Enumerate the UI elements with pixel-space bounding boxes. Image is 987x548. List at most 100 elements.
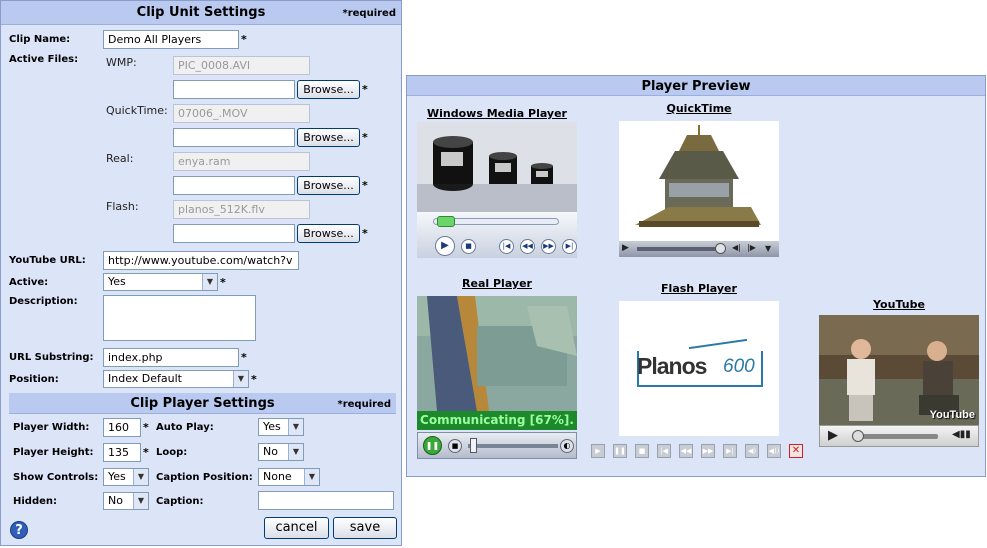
flash-video: Planos 600: [619, 301, 779, 436]
clip-settings-panel: Clip Unit Settings *required Clip Name: …: [0, 0, 402, 546]
required-asterisk: *: [362, 131, 368, 144]
real-seek-bar[interactable]: [468, 444, 558, 448]
autoplay-label: Auto Play:: [156, 422, 214, 433]
rewind-icon[interactable]: ◀◀: [520, 239, 535, 254]
stop-icon[interactable]: ■: [461, 239, 476, 254]
quicktime-file-label: QuickTime:: [106, 104, 168, 117]
clip-unit-title: Clip Unit Settings: [136, 5, 266, 20]
youtube-seek-bar[interactable]: [852, 434, 938, 439]
clip-player-title: Clip Player Settings: [130, 396, 275, 411]
planos-logo-number: 600: [723, 356, 755, 377]
volume-icon[interactable]: ◀▮▮: [952, 429, 971, 440]
wmp-controls: ▶ ■ |◀ ◀◀ ▶▶ ▶|: [417, 212, 577, 258]
youtube-url-label: YouTube URL:: [9, 255, 86, 266]
flash-file-input[interactable]: [173, 224, 295, 243]
hidden-select[interactable]: No ▼: [103, 492, 149, 510]
quicktime-seek-thumb[interactable]: [715, 243, 726, 254]
play-icon[interactable]: ▶: [828, 428, 838, 443]
loop-select[interactable]: No ▼: [258, 443, 304, 461]
play-icon[interactable]: ▶: [591, 444, 605, 458]
player-width-input[interactable]: 160: [103, 418, 141, 437]
url-substring-input[interactable]: index.php: [103, 348, 239, 367]
stop-icon[interactable]: ■: [635, 444, 649, 458]
youtube-watermark: YouTube: [929, 409, 975, 421]
fast-forward-icon[interactable]: ▶▶: [701, 444, 715, 458]
loop-select-value: No: [263, 445, 278, 458]
quicktime-browse-button[interactable]: Browse...: [297, 128, 360, 147]
planos-logo-text: Planos: [637, 353, 707, 379]
pause-icon[interactable]: ❚❚: [423, 436, 442, 455]
wmp-browse-button[interactable]: Browse...: [297, 80, 360, 99]
wmp-file-input[interactable]: [173, 80, 295, 99]
volume-icon[interactable]: ◐: [560, 439, 574, 453]
caption-position-select[interactable]: None ▼: [258, 468, 320, 486]
autoplay-select-value: Yes: [263, 420, 281, 433]
play-icon[interactable]: ▶: [622, 243, 629, 253]
required-asterisk: *: [362, 227, 368, 240]
quicktime-file-input[interactable]: [173, 128, 295, 147]
real-status-bar: Communicating [67%].: [417, 411, 577, 430]
active-select-value: Yes: [108, 275, 126, 288]
player-preview-panel: Player Preview Windows Media Player ▶ ■ …: [406, 75, 986, 477]
save-button[interactable]: save: [333, 517, 397, 539]
play-icon[interactable]: ▶: [435, 236, 455, 256]
real-file-input[interactable]: [173, 176, 295, 195]
youtube-url-input[interactable]: http://www.youtube.com/watch?v: [103, 251, 299, 270]
show-controls-select[interactable]: Yes ▼: [103, 468, 149, 486]
stop-icon[interactable]: ■: [448, 439, 462, 453]
real-video-frame: [417, 296, 577, 411]
previous-icon[interactable]: |◀: [499, 239, 514, 254]
step-forward-icon[interactable]: |▶: [747, 243, 756, 252]
loop-label: Loop:: [156, 447, 188, 458]
fast-forward-icon[interactable]: ▶▶: [541, 239, 556, 254]
chevron-down-icon: ▼: [133, 493, 148, 509]
real-seek-thumb[interactable]: [470, 438, 477, 453]
menu-icon[interactable]: ▼: [765, 244, 772, 253]
url-substring-label: URL Substring:: [9, 352, 94, 363]
required-asterisk: *: [251, 373, 257, 386]
autoplay-select[interactable]: Yes ▼: [258, 418, 304, 436]
quicktime-seek-bar[interactable]: [637, 247, 725, 251]
caption-input[interactable]: [258, 491, 394, 510]
close-icon[interactable]: ✕: [789, 444, 803, 458]
required-asterisk: *: [143, 446, 149, 459]
wmp-title: Windows Media Player: [427, 107, 567, 120]
flash-browse-button[interactable]: Browse...: [297, 224, 360, 243]
volume-down-icon[interactable]: ◀): [745, 444, 759, 458]
help-icon[interactable]: ?: [10, 521, 28, 539]
youtube-video-frame: [819, 315, 979, 425]
description-textarea[interactable]: [103, 295, 256, 341]
rewind-icon[interactable]: ◀◀: [679, 444, 693, 458]
pause-icon[interactable]: ❚❚: [613, 444, 627, 458]
quicktime-controls: ▶ ◀| |▶ ▼: [619, 241, 779, 257]
player-height-input[interactable]: 135: [103, 443, 141, 462]
active-select[interactable]: Yes ▼: [103, 273, 218, 291]
flash-controls: ▶ ❚❚ ■ |◀ ◀◀ ▶▶ ▶| ◀) ◀)) ✕: [591, 444, 811, 459]
youtube-video: YouTube: [819, 315, 979, 425]
wmp-seek-bar[interactable]: [433, 218, 559, 225]
required-asterisk: *: [362, 179, 368, 192]
description-label: Description:: [9, 296, 78, 307]
caption-position-value: None: [263, 470, 292, 483]
clip-unit-header: Clip Unit Settings *required: [1, 1, 401, 25]
cancel-button[interactable]: cancel: [264, 517, 329, 539]
next-icon[interactable]: ▶|: [562, 239, 577, 254]
chevron-down-icon: ▼: [133, 469, 148, 485]
real-browse-button[interactable]: Browse...: [297, 176, 360, 195]
step-back-icon[interactable]: ◀|: [732, 243, 741, 252]
hidden-label: Hidden:: [13, 496, 58, 507]
chevron-down-icon: ▼: [288, 444, 303, 460]
flash-title: Flash Player: [661, 282, 737, 295]
required-asterisk: *: [220, 276, 226, 289]
player-preview-header: Player Preview: [407, 76, 985, 96]
youtube-controls: ▶ ◀▮▮: [819, 425, 979, 447]
previous-icon[interactable]: |◀: [657, 444, 671, 458]
next-icon[interactable]: ▶|: [723, 444, 737, 458]
wmp-seek-thumb[interactable]: [437, 216, 455, 227]
youtube-seek-thumb[interactable]: [852, 430, 864, 442]
show-controls-value: Yes: [108, 470, 126, 483]
position-select[interactable]: Index Default ▼: [103, 370, 249, 388]
clip-name-input[interactable]: Demo All Players: [103, 30, 239, 49]
volume-up-icon[interactable]: ◀)): [767, 444, 781, 458]
clip-player-header: Clip Player Settings *required: [9, 393, 396, 414]
